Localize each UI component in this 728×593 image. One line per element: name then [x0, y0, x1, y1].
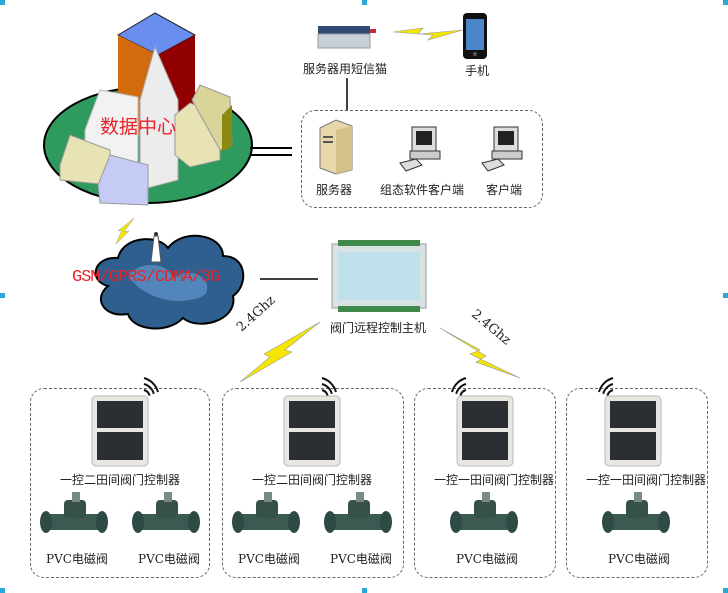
modem-server-connector: [346, 78, 348, 110]
phone-label: 手机: [465, 64, 490, 78]
valve-label: PVC电磁阀: [608, 552, 670, 566]
scada-client-label: 组态软件客户端: [380, 183, 465, 197]
valve-host-controller-icon: [331, 240, 427, 312]
pvc-solenoid-valve-icon: [450, 492, 518, 533]
mobile-phone-icon: [463, 13, 487, 59]
data-center-label: 数据中心: [100, 116, 177, 138]
selection-handle[interactable]: [0, 588, 5, 593]
valve-label: PVC电磁阀: [456, 552, 518, 566]
pvc-solenoid-valve-icon: [324, 492, 392, 533]
cloud-host-connector: [260, 278, 318, 280]
pvc-solenoid-valve-icon: [40, 492, 108, 533]
valve-label: PVC电磁阀: [238, 552, 300, 566]
selection-handle[interactable]: [723, 588, 728, 593]
wireless-link-lightning: [392, 27, 464, 41]
server-icon: [319, 119, 353, 175]
selection-handle[interactable]: [0, 0, 5, 5]
network-cloud: [94, 234, 245, 330]
pvc-solenoid-valve-icon: [232, 492, 300, 533]
wireless-signal-icon: [143, 377, 159, 396]
selection-handle[interactable]: [362, 588, 367, 593]
sms-modem-label: 服务器用短信猫: [303, 62, 388, 76]
solar-valve-controller-icon: [604, 395, 662, 467]
controller-label: 一控二田间阀门控制器: [60, 473, 181, 487]
valve-label: PVC电磁阀: [330, 552, 392, 566]
field-unit-box: [222, 388, 404, 578]
solar-valve-controller-icon: [283, 395, 341, 467]
host-label: 阀门远程控制主机: [330, 321, 427, 335]
client-label: 客户端: [486, 183, 523, 197]
selection-handle[interactable]: [0, 293, 5, 298]
server-label: 服务器: [316, 183, 353, 197]
selection-handle[interactable]: [362, 0, 367, 5]
wireless-link-right: [439, 327, 521, 379]
sms-modem-icon: [317, 26, 376, 49]
server-group-box: [301, 110, 543, 208]
controller-label: 一控一田间阀门控制器: [586, 473, 707, 487]
selection-handle[interactable]: [723, 0, 728, 5]
antenna-tower-icon: [150, 232, 162, 263]
wireless-signal-icon: [598, 377, 614, 396]
data-center-illustration: [43, 12, 253, 206]
house-front-blue: [97, 154, 149, 206]
cloud-lightning-icon: [115, 217, 135, 245]
solar-valve-controller-icon: [456, 395, 514, 467]
controller-label: 一控一田间阀门控制器: [434, 473, 555, 487]
house-right-2-side: [222, 105, 232, 151]
solar-valve-controller-icon: [91, 395, 149, 467]
selection-handle[interactable]: [723, 293, 728, 298]
controller-label: 一控二田间阀门控制器: [252, 473, 373, 487]
desktop-computer-icon: [399, 126, 441, 172]
wireless-link-left: [239, 321, 321, 383]
network-label: GSM/GPRS/CDMA/3G: [72, 268, 220, 287]
field-unit-box: [30, 388, 210, 578]
pvc-solenoid-valve-icon: [132, 492, 200, 533]
field-unit-box: [566, 388, 708, 578]
pvc-solenoid-valve-icon: [602, 492, 670, 533]
double-connector: [250, 147, 292, 156]
field-unit-box: [414, 388, 556, 578]
valve-label: PVC电磁阀: [138, 552, 200, 566]
valve-label: PVC电磁阀: [46, 552, 108, 566]
spire: [139, 45, 179, 191]
desktop-computer-icon: [481, 126, 523, 172]
